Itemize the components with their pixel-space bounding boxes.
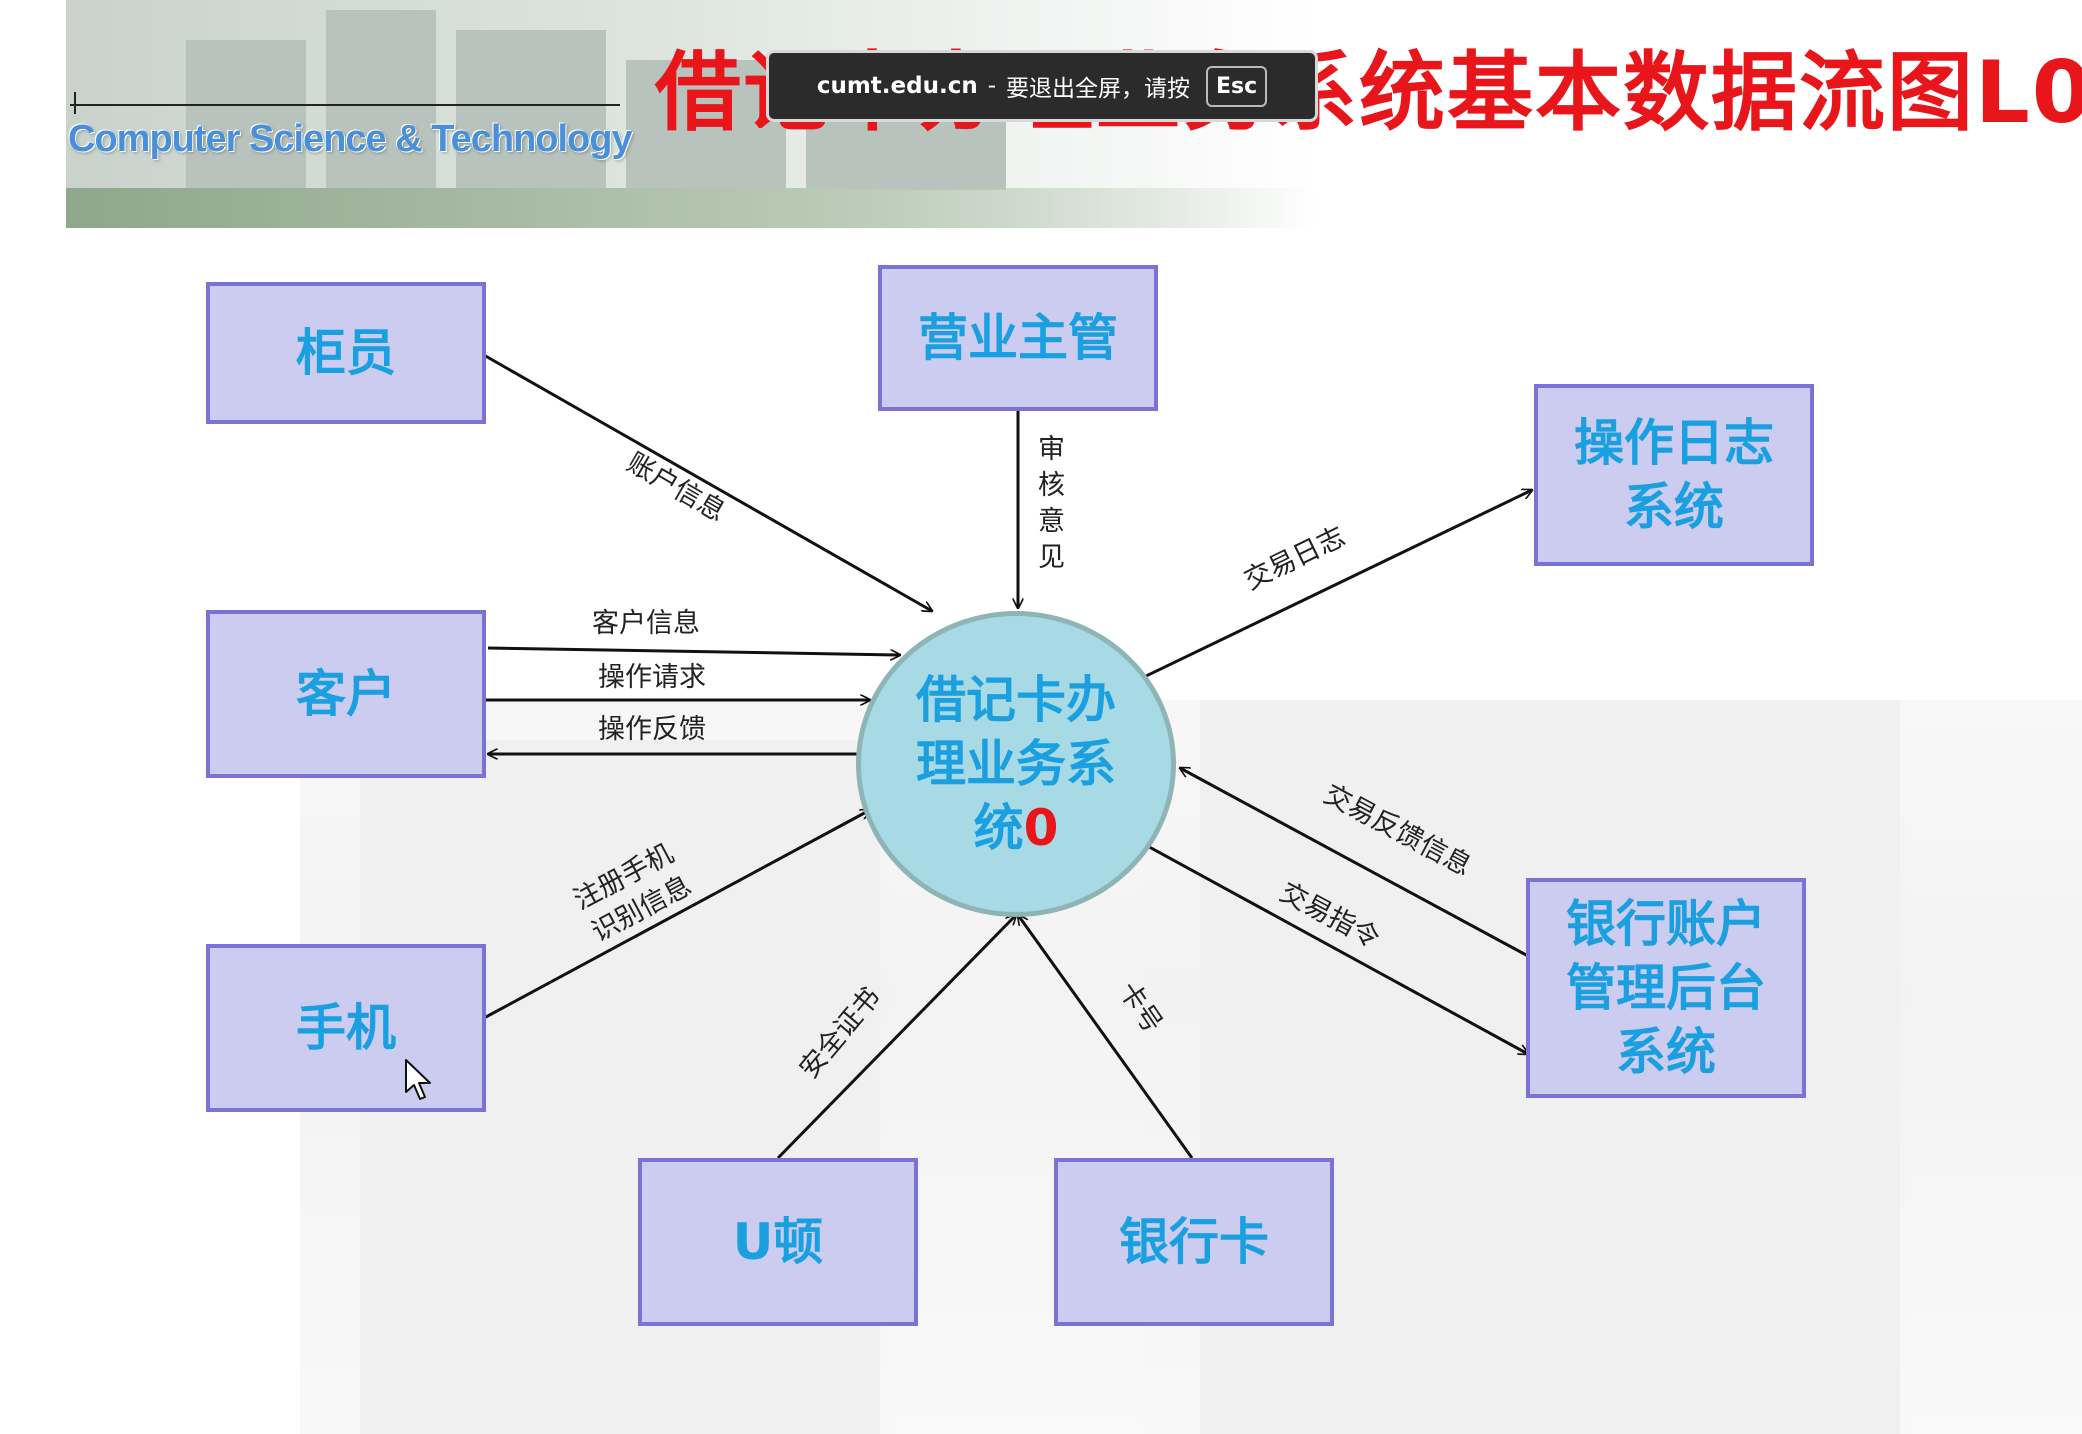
label-card-no: 卡号 — [1112, 977, 1168, 1039]
entity-phone: 手机 — [206, 944, 486, 1112]
header-rule-tick — [74, 92, 76, 114]
process-label-wrap: 借记卡办理业务系统0 — [906, 668, 1126, 860]
entity-bank-card: 银行卡 — [1054, 1158, 1334, 1326]
fullscreen-exit-toast: cumt.edu.cn - 要退出全屏，请按 Esc — [766, 50, 1318, 122]
process-number: 0 — [1023, 799, 1059, 857]
label-cert: 安全证书 — [794, 982, 887, 1085]
flow-process-to-backend — [1141, 841, 1528, 1054]
entity-teller: 柜员 — [206, 282, 486, 424]
label-review-char: 核 — [1038, 470, 1065, 501]
flow-customer-info — [487, 646, 900, 655]
process-debit-card-system: 借记卡办理业务系统0 — [856, 611, 1176, 917]
label-review-char: 意 — [1038, 506, 1065, 537]
toast-domain: cumt.edu.cn — [816, 73, 978, 99]
entity-oplog-system: 操作日志 系统 — [1534, 384, 1814, 566]
label-tx-command: 交易指令 — [1275, 877, 1385, 955]
label-review-char: 见 — [1038, 542, 1065, 573]
header-rule — [70, 104, 620, 106]
label-op-request: 操作请求 — [598, 662, 706, 693]
flow-teller-to-process — [481, 352, 932, 611]
label-tx-feedback: 交易反馈信息 — [1319, 779, 1477, 882]
flow-ukey-to-process — [776, 915, 1016, 1160]
label-customer-info: 客户信息 — [592, 608, 700, 639]
toast-separator: - — [987, 73, 997, 99]
entity-ukey: U顿 — [638, 1158, 918, 1326]
flow-process-to-oplog — [1141, 490, 1532, 680]
flow-backend-to-process — [1180, 768, 1529, 958]
process-label: 借记卡办理业务系统 — [916, 671, 1116, 857]
entity-customer: 客户 — [206, 610, 486, 778]
toast-message: 要退出全屏，请按 — [1006, 76, 1191, 102]
label-review: 审 核 意 见 — [1038, 434, 1065, 573]
label-review-char: 审 — [1038, 434, 1065, 465]
entity-manager: 营业主管 — [878, 265, 1158, 411]
brand-text: Computer Science & Technology — [68, 118, 633, 160]
entity-bank-backend: 银行账户 管理后台 系统 — [1526, 878, 1806, 1098]
flow-phone-to-process — [483, 810, 870, 1020]
flow-card-to-process — [1018, 915, 1194, 1159]
esc-key-hint[interactable]: Esc — [1206, 65, 1268, 107]
label-op-feedback: 操作反馈 — [598, 714, 706, 745]
mouse-cursor-icon — [405, 1059, 431, 1100]
header-banner-image — [66, 0, 1316, 228]
